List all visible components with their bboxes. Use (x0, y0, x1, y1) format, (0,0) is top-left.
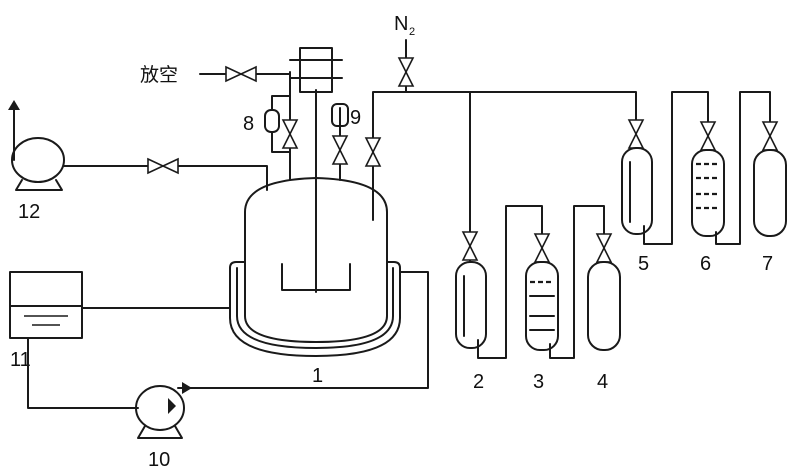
reactor (229, 47, 401, 357)
vessel-5-valve[interactable] (627, 119, 645, 149)
vacuum-pump-label: 12 (18, 201, 40, 223)
vessel-2-label: 2 (473, 371, 484, 393)
vessel-7-train: 7 (753, 121, 787, 275)
vessel-7-valve[interactable] (761, 121, 779, 151)
water-bath-label: 11 (10, 349, 31, 371)
nitrogen-label: N (394, 13, 408, 35)
nitrogen-header: N 2 (364, 13, 637, 167)
vessel-3-train: 3 (525, 205, 605, 393)
item-9-funnel: 9 (331, 103, 361, 165)
vacuum-valve[interactable] (147, 157, 179, 175)
water-bath: 11 (9, 271, 231, 371)
nitrogen-subscript: 2 (409, 26, 415, 38)
vessel-2-train: 2 (455, 91, 543, 393)
item-8-bypass: 8 (243, 95, 299, 153)
vessel-3-label: 3 (533, 371, 544, 393)
vessel-6-valve[interactable] (699, 121, 717, 151)
vessel-6-label: 6 (700, 253, 711, 275)
vessel-7-label: 7 (762, 253, 773, 275)
item-8-label: 8 (243, 113, 254, 135)
nitrogen-valve[interactable] (397, 57, 415, 87)
vent-valve[interactable] (225, 65, 257, 83)
vessel-3-valve[interactable] (533, 233, 551, 263)
circulation-pump-label: 10 (148, 449, 170, 471)
item-8-valve[interactable] (281, 119, 299, 149)
item-9-element (331, 103, 349, 127)
vessel-5-train: 5 (621, 91, 709, 275)
circulation-pump: 10 (27, 271, 429, 471)
vessel-6-train: 6 (691, 91, 771, 275)
vessel-2-valve[interactable] (461, 231, 479, 261)
reactor-n2-valve[interactable] (364, 137, 382, 167)
item-8-element (264, 109, 280, 133)
vent-line: 放空 (140, 64, 291, 86)
vacuum-pump: 12 (8, 100, 268, 223)
agitator-motor (299, 47, 333, 93)
reactor-label: 1 (312, 365, 323, 387)
item-9-valve[interactable] (331, 135, 349, 165)
vent-label: 放空 (140, 64, 178, 86)
vessel-4-train: 4 (587, 233, 621, 393)
vessel-4-valve[interactable] (595, 233, 613, 263)
vessel-4-label: 4 (597, 371, 608, 393)
vessel-5-label: 5 (638, 253, 649, 275)
item-9-label: 9 (350, 107, 361, 129)
